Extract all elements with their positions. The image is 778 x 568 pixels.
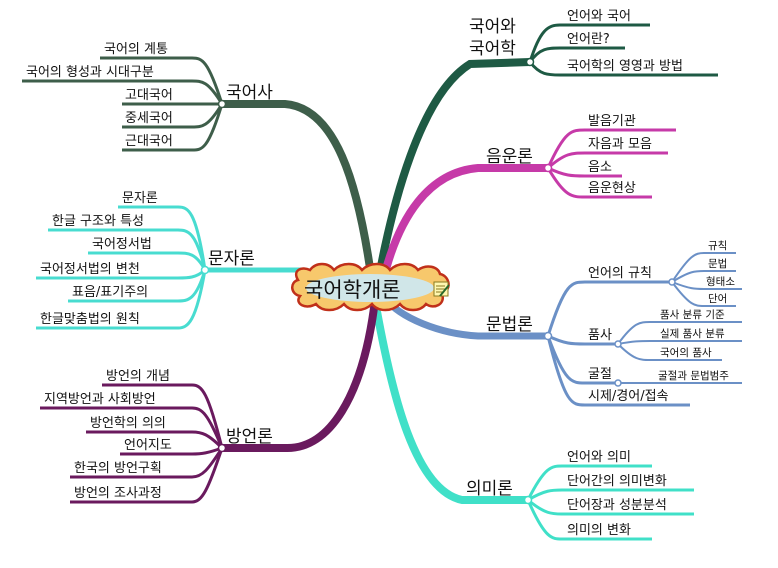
gulj-junction	[614, 379, 622, 387]
leaf-gugeosa-0[interactable]: 국어의 계통	[104, 42, 168, 57]
leaf-eumun-0[interactable]: 발음기관	[588, 114, 636, 129]
leaf-gugeohak-0[interactable]: 언어와 국어	[567, 9, 631, 24]
leaf-munbeop-2[interactable]: 굴절	[588, 367, 612, 382]
leaf-gugeohak-1[interactable]: 언어란?	[567, 32, 610, 47]
uimi-leaf-lines	[526, 464, 694, 541]
pos-junction	[614, 340, 622, 348]
leaf-bangeon-2[interactable]: 방언학의 의의	[90, 416, 166, 431]
sub-rule-0[interactable]: 규칙	[708, 240, 727, 252]
leaf-uimi-3[interactable]: 의미의 변화	[567, 523, 631, 538]
leaf-bangeon-0[interactable]: 방언의 개념	[106, 369, 170, 384]
branch-label-eumun[interactable]: 음운론	[486, 147, 533, 167]
eumun-leaf-lines	[546, 128, 676, 199]
rule-junction	[668, 278, 676, 286]
branch-label-gugeosa[interactable]: 국어사	[226, 83, 273, 103]
munbeop-junction	[543, 331, 553, 341]
leaf-uimi-1[interactable]: 단어간의 의미변화	[567, 474, 667, 489]
leaf-uimi-2[interactable]: 단어장과 성분분석	[567, 498, 667, 513]
leaf-bangeon-4[interactable]: 한국의 방언구획	[74, 461, 162, 476]
branch-line-gugeohak	[374, 58, 534, 286]
branch-line-eumun	[378, 164, 552, 289]
munja-leaf-lines	[36, 205, 207, 330]
leaf-gugeohak-2[interactable]: 국어학의 영영과 방법	[567, 59, 683, 74]
leaf-gugeosa-2[interactable]: 고대국어	[125, 88, 173, 103]
sub-rule-3[interactable]: 단어	[708, 293, 727, 305]
sub-rule-2[interactable]: 형태소	[706, 276, 735, 288]
branch-label-gugeohak-2[interactable]: 국어학	[469, 39, 516, 59]
center-fill	[306, 274, 434, 302]
leaf-munja-1[interactable]: 한글 구조와 특성	[52, 214, 144, 229]
leaf-munbeop-1[interactable]: 품사	[588, 328, 612, 343]
leaf-eumun-2[interactable]: 음소	[588, 160, 612, 175]
center-node[interactable]: 국어학개론	[291, 262, 450, 312]
munbeop-leaf-lines	[546, 280, 690, 407]
branch-label-gugeohak-1[interactable]: 국어와	[469, 17, 516, 37]
leaf-munbeop-3[interactable]: 시제/경어/접속	[588, 389, 669, 404]
leaf-bangeon-5[interactable]: 방언의 조사과정	[74, 486, 162, 501]
rule-sub-lines	[671, 252, 742, 307]
gugeohak-leaf-lines	[528, 23, 718, 77]
leaf-munja-4[interactable]: 표음/표기주의	[72, 285, 148, 300]
sub-pos-1[interactable]: 실제 품사 분류	[660, 328, 725, 340]
leaf-gugeosa-4[interactable]: 근대국어	[125, 134, 173, 149]
sub-gulj-0[interactable]: 굴절과 문법범주	[658, 369, 729, 382]
gugeosa-junction	[217, 99, 227, 109]
munja-junction	[200, 265, 210, 275]
leaf-bangeon-3[interactable]: 언어지도	[124, 438, 172, 453]
center-title: 국어학개론	[304, 278, 401, 302]
branch-label-uimi[interactable]: 의미론	[466, 479, 513, 499]
pos-sub-lines	[617, 321, 742, 361]
eumun-junction	[543, 163, 553, 173]
leaf-gugeosa-1[interactable]: 국어의 형성과 시대구분	[26, 65, 154, 80]
sub-pos-0[interactable]: 품사 분류 기준	[660, 309, 725, 321]
leaf-eumun-1[interactable]: 자음과 모음	[588, 137, 652, 152]
leaf-gugeosa-3[interactable]: 중세국어	[125, 111, 173, 126]
leaf-uimi-0[interactable]: 언어와 의미	[567, 450, 631, 465]
gugeohak-junction	[525, 57, 535, 67]
leaf-munja-0[interactable]: 문자론	[122, 191, 158, 206]
sub-rule-1[interactable]: 문법	[708, 258, 727, 270]
leaf-bangeon-1[interactable]: 지역방언과 사회방언	[44, 392, 156, 407]
leaf-munja-5[interactable]: 한글맞춤법의 원칙	[40, 312, 140, 327]
sub-pos-2[interactable]: 국어의 품사	[660, 347, 712, 359]
bangeon-junction	[217, 443, 227, 453]
leaf-munja-3[interactable]: 국어정서법의 변천	[40, 262, 140, 277]
leaf-munbeop-0[interactable]: 언어의 규칙	[588, 266, 652, 281]
uimi-junction	[523, 495, 533, 505]
branch-line-uimi	[372, 302, 532, 504]
branch-line-bangeon	[218, 304, 378, 453]
branch-line-gugeosa	[218, 100, 376, 286]
branch-label-munja[interactable]: 문자론	[208, 249, 255, 269]
branch-label-munbeop[interactable]: 문법론	[486, 315, 533, 335]
bangeon-leaf-lines	[40, 383, 224, 504]
leaf-munja-2[interactable]: 국어정서법	[92, 237, 152, 252]
branch-label-bangeon[interactable]: 방언론	[226, 427, 273, 447]
leaf-eumun-3[interactable]: 음운현상	[588, 181, 636, 196]
notepad-icon	[433, 281, 450, 297]
